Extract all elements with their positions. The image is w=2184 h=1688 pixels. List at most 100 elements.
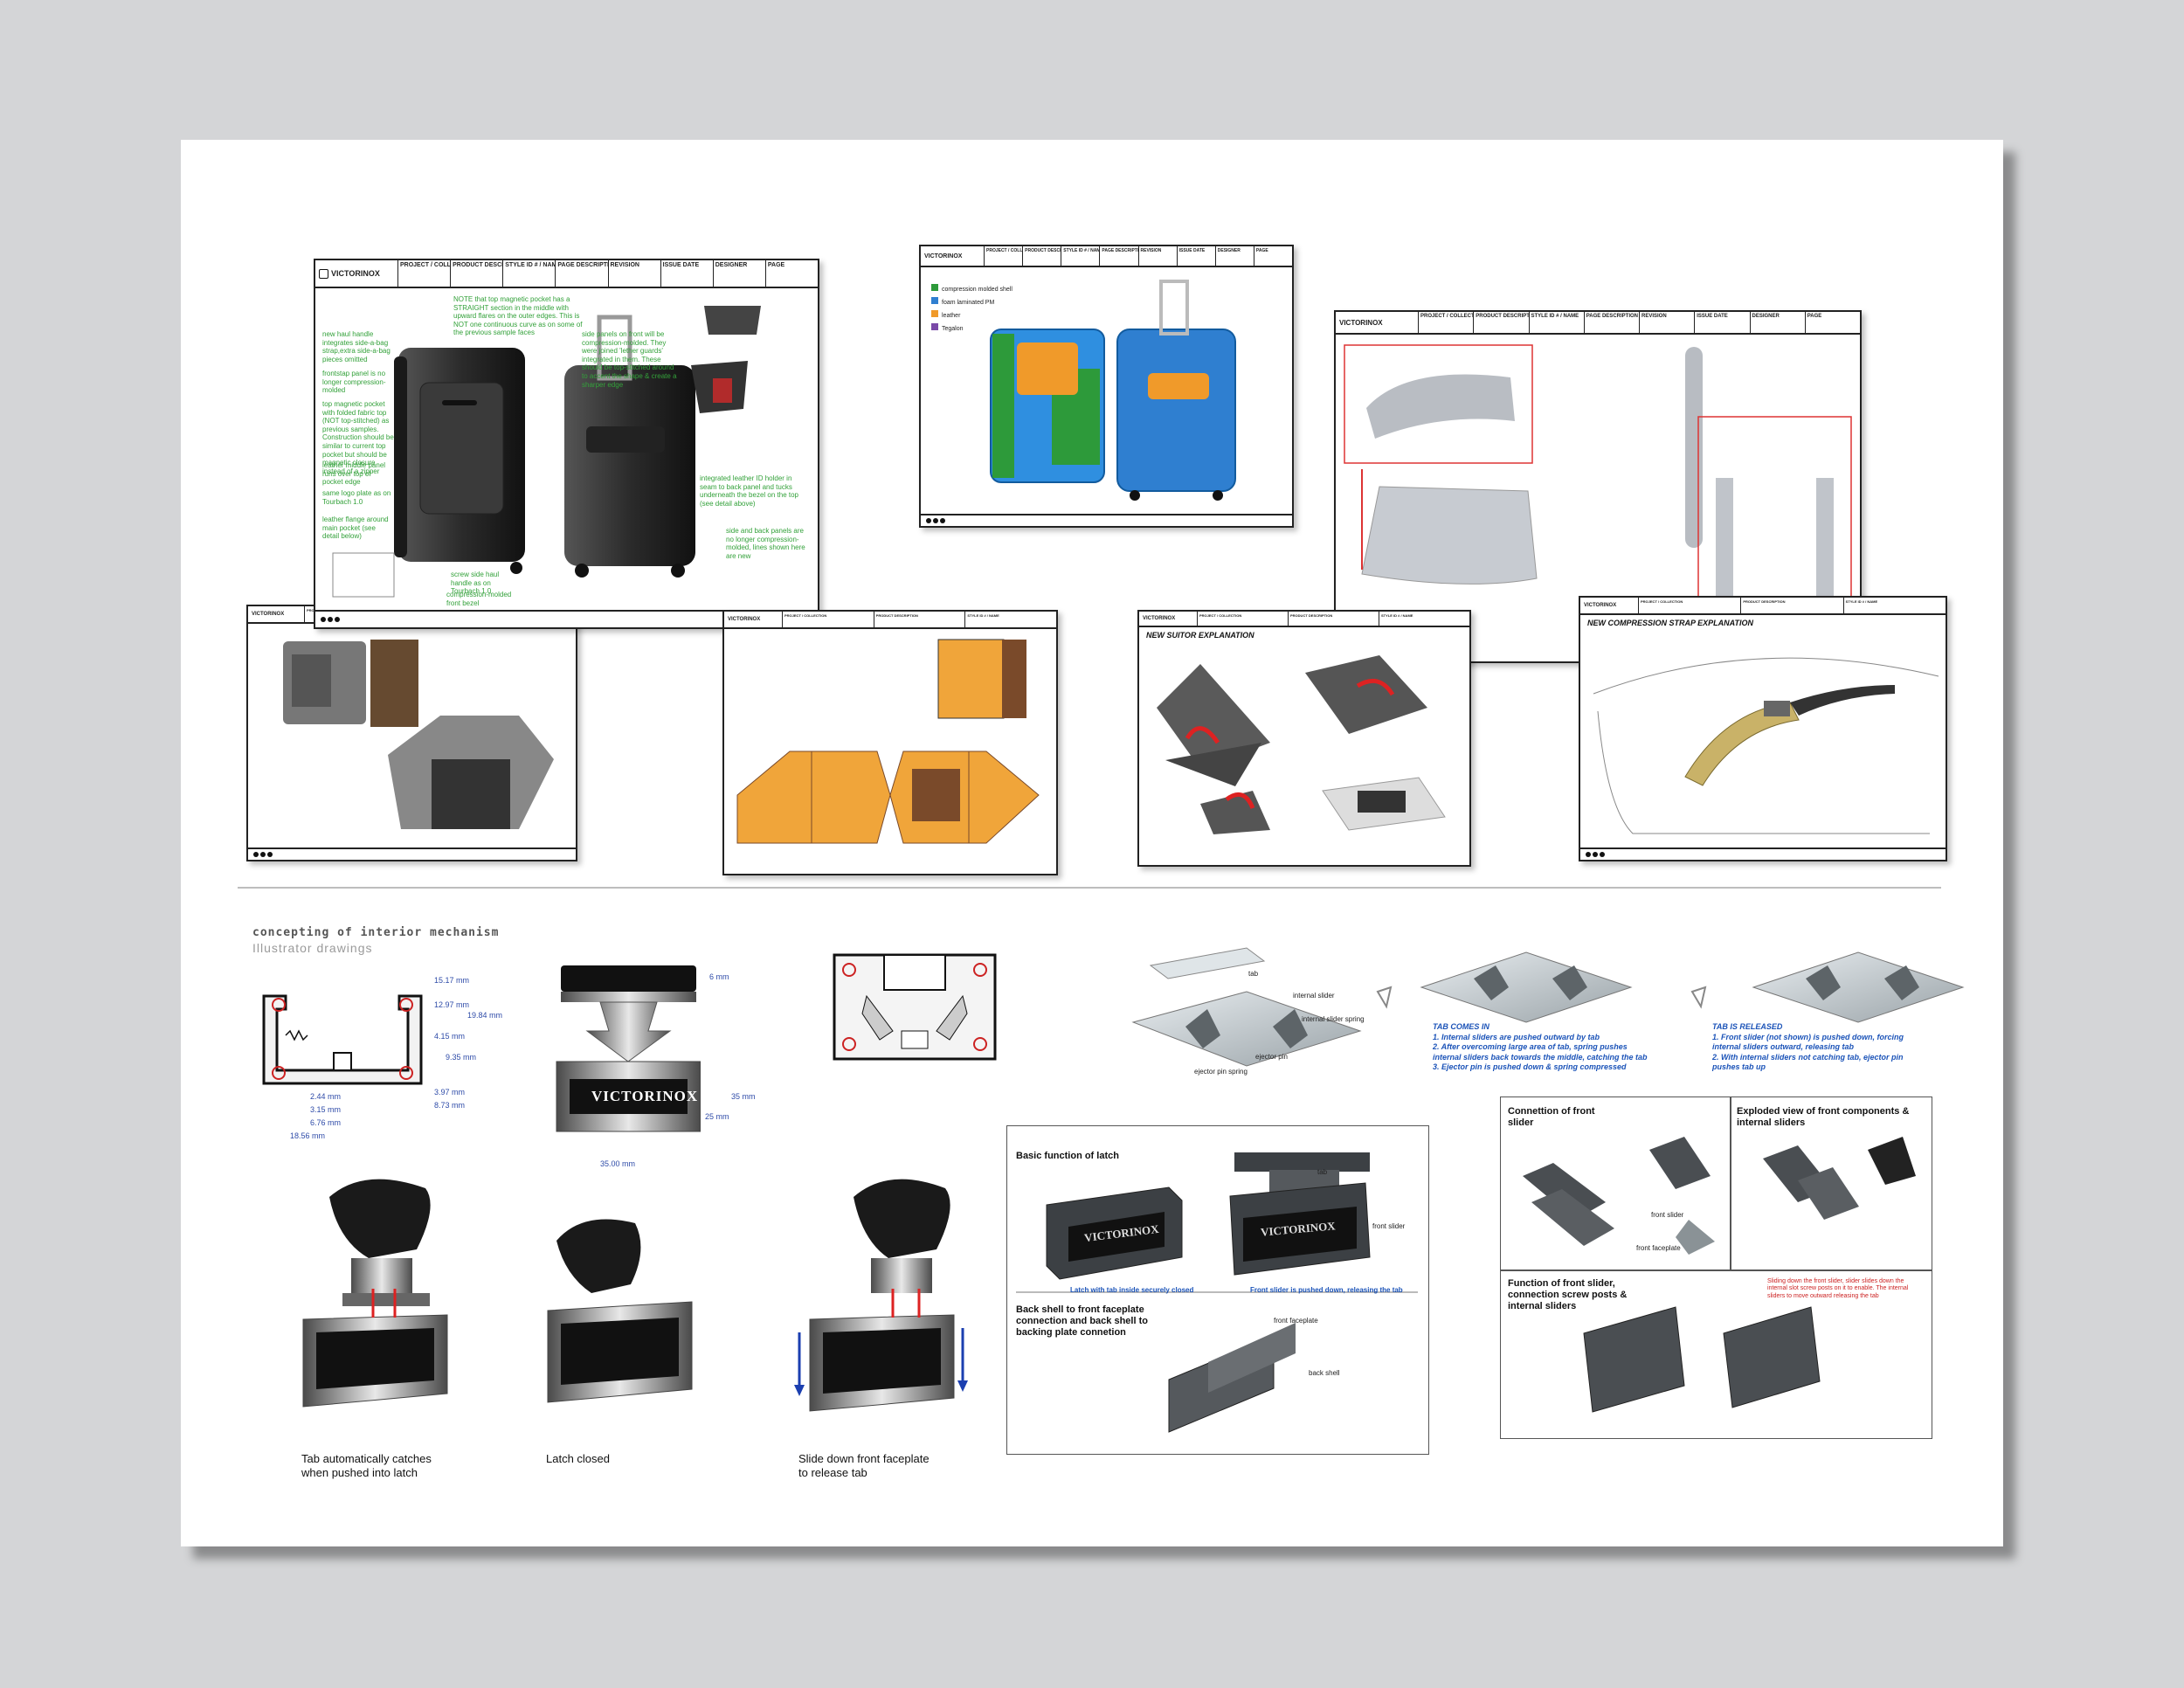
- black-suitcase-render: [332, 306, 761, 598]
- interior-subtitle: Illustrator drawings: [252, 941, 373, 955]
- brand-dots-icon: [926, 518, 945, 523]
- sheet-header: VICTORINOX PROJECT / COLLECTION PRODUCT …: [724, 612, 1056, 629]
- spec-sheet-suitor: VICTORINOX PROJECT / COLLECTION PRODUCT …: [1137, 610, 1471, 867]
- dim-label: 19.84 mm: [467, 1011, 503, 1020]
- mechanism-top-diagram: [262, 994, 423, 1085]
- dim-label: 6.76 mm: [310, 1118, 342, 1127]
- sheet-header: VICTORINOX PROJECT / COLLECTION PRODUCT …: [1336, 312, 1860, 335]
- header-col-page: PAGE: [1807, 314, 1822, 319]
- dim-label: 18.56 mm: [290, 1131, 326, 1140]
- legend-item: Tegalon: [931, 322, 1013, 336]
- dim-label: 25 mm: [705, 1112, 729, 1121]
- dim-label: 9.35 mm: [446, 1053, 477, 1062]
- header-col-issue-date: ISSUE DATE: [1178, 246, 1216, 266]
- interior-title: concepting of interior mechanism: [252, 926, 500, 939]
- latch-render-release: [794, 1179, 968, 1412]
- presentation-board: VICTORINOX PROJECT / COLLECTION PRODUCT …: [181, 140, 2003, 1546]
- header-col-page: PAGE: [767, 262, 785, 268]
- sheet-footer: [248, 847, 576, 860]
- legend-item: foam laminated PM: [931, 296, 1013, 309]
- label-ejector-pin: ejector pin: [1255, 1053, 1288, 1061]
- victorinox-logo: VICTORINOX: [1580, 598, 1639, 613]
- latch-section-diagram: [833, 953, 997, 1061]
- note-green: top magnetic pocket with folded fabric t…: [322, 400, 394, 475]
- latch-render-catching: [302, 1179, 448, 1408]
- header-col-issue-date: ISSUE DATE: [1695, 312, 1751, 333]
- label-ejector-pin-spring: ejector pin spring: [1194, 1068, 1248, 1076]
- victorinox-logo: VICTORINOX: [315, 260, 398, 287]
- sheet-header: VICTORINOX PROJECT / COLLECTION PRODUCT …: [1139, 612, 1469, 627]
- latch-function-render: [1016, 1152, 1418, 1433]
- caption-catching: Tab automatically catches when pushed in…: [301, 1452, 432, 1479]
- gray-panel-render: [1344, 344, 1852, 658]
- header-col-designer: DESIGNER: [1216, 246, 1254, 266]
- compression-strap-render: [1593, 657, 1939, 834]
- sheet-footer: [921, 514, 1292, 526]
- latch-function-panel: Basic function of latch VICTORINOX VICTO…: [1006, 1125, 1429, 1455]
- red-note: Sliding down the front slider, slider sl…: [1767, 1278, 1909, 1299]
- dim-label: 6 mm: [709, 972, 729, 981]
- label-internal-slider-spring: internal slider spring: [1302, 1015, 1365, 1023]
- suitor-heading: NEW SUITOR EXPLANATION: [1146, 631, 1254, 640]
- header-col-project: PROJECT / COLLECTION: [1639, 598, 1742, 613]
- legend-item: leather: [931, 309, 1013, 322]
- tab-comes-in-text: 1. Internal sliders are pushed outward b…: [1433, 1033, 1648, 1071]
- spec-sheet-color-suitcase: VICTORINOX PROJECT / COLLECTION PRODUCT …: [919, 245, 1294, 528]
- label-front-slider: front slider: [1372, 1222, 1406, 1230]
- header-col-page: PAGE: [1255, 248, 1268, 253]
- note-green: new haul handle integrates side-a-bag st…: [322, 330, 390, 363]
- sheet-header: VICTORINOX PROJECT / COLLECTION PRODUCT …: [315, 260, 818, 288]
- header-col-product: PRODUCT DESCRIPTION: [1023, 246, 1062, 266]
- note-green: NOTE that top magnetic pocket has a STRA…: [453, 295, 583, 337]
- header-col-style: STYLE ID # / NAME: [1530, 312, 1585, 333]
- victorinox-logo: VICTORINOX: [1336, 312, 1419, 333]
- header-col-style: STYLE ID # / NAME: [1381, 613, 1413, 618]
- dim-label: 3.97 mm: [434, 1088, 466, 1097]
- spec-sheet-dimension-drawing: VICTORINOX PROJECT / COLLECTION PRODUCT …: [246, 605, 577, 861]
- label-tab: tab: [1248, 970, 1259, 978]
- header-col-project: PROJECT / COLLECTION: [783, 612, 874, 627]
- cross-shield-icon: [319, 268, 328, 279]
- header-col-revision: REVISION: [609, 260, 661, 287]
- sheet-footer: [315, 610, 818, 627]
- tab-released-text: 1. Front slider (not shown) is pushed do…: [1712, 1033, 1904, 1071]
- exploded-view-render: [1523, 1137, 1916, 1413]
- header-col-project: PROJECT / COLLECTION: [398, 260, 452, 287]
- exploded-view-panel: Connettion of front slider Exploded view…: [1500, 1097, 1932, 1439]
- orange-pattern-drawing: [736, 639, 1040, 844]
- dim-label: 15.17 mm: [434, 976, 470, 985]
- note-green: same logo plate as on Tourbach 1.0: [322, 489, 391, 506]
- label-front-slider: front slider: [1651, 1211, 1684, 1219]
- dim-label: 35.00 mm: [600, 1159, 636, 1168]
- brand-dots-icon: [321, 617, 340, 622]
- header-col-issue-date: ISSUE DATE: [661, 260, 714, 287]
- note-green: frontstap panel is no longer compression…: [322, 370, 386, 395]
- dim-label: 4.15 mm: [434, 1032, 466, 1041]
- legend-item: compression molded shell: [931, 283, 1013, 296]
- tab-released-title: TAB IS RELEASED: [1712, 1022, 1783, 1031]
- mechanism-sequence-render: [1131, 947, 1965, 1067]
- label-front-faceplate: front faceplate: [1274, 1317, 1318, 1325]
- label-internal-slider: internal slider: [1293, 992, 1335, 1000]
- label-tab: tab: [1317, 1168, 1328, 1176]
- latch-caption-closed: Latch with tab inside securely closed: [1070, 1286, 1194, 1294]
- victorinox-logo: VICTORINOX: [248, 606, 305, 622]
- sheet-footer: [1580, 847, 1946, 860]
- spec-sheet-compression-strap: VICTORINOX PROJECT / COLLECTION PRODUCT …: [1579, 596, 1947, 861]
- header-col-product: PRODUCT DESCRIPTION: [1289, 612, 1379, 626]
- header-col-style: STYLE ID # / NAME: [1845, 599, 1878, 604]
- dim-label: 3.15 mm: [310, 1105, 342, 1114]
- suitor-render: [1157, 655, 1446, 834]
- note-green: leather middle panel runs over top of po…: [322, 461, 386, 487]
- victorinox-logo: VICTORINOX: [921, 246, 985, 266]
- latch-logo-text: VICTORINOX: [591, 1088, 699, 1104]
- header-col-style: STYLE ID # / NAME: [967, 613, 999, 618]
- dim-label: 35 mm: [731, 1092, 756, 1101]
- header-col-designer: DESIGNER: [1751, 312, 1806, 333]
- victorinox-logo: VICTORINOX: [1139, 612, 1198, 626]
- note-green: side and back panels are no longer compr…: [726, 527, 805, 560]
- back-shell-title: Back shell to front faceplate connection…: [1016, 1304, 1148, 1339]
- label-front-faceplate: front faceplate: [1636, 1244, 1681, 1252]
- latch-dimension-render: [556, 965, 701, 1132]
- exploded-view-title: Exploded view of front components & inte…: [1737, 1106, 1910, 1129]
